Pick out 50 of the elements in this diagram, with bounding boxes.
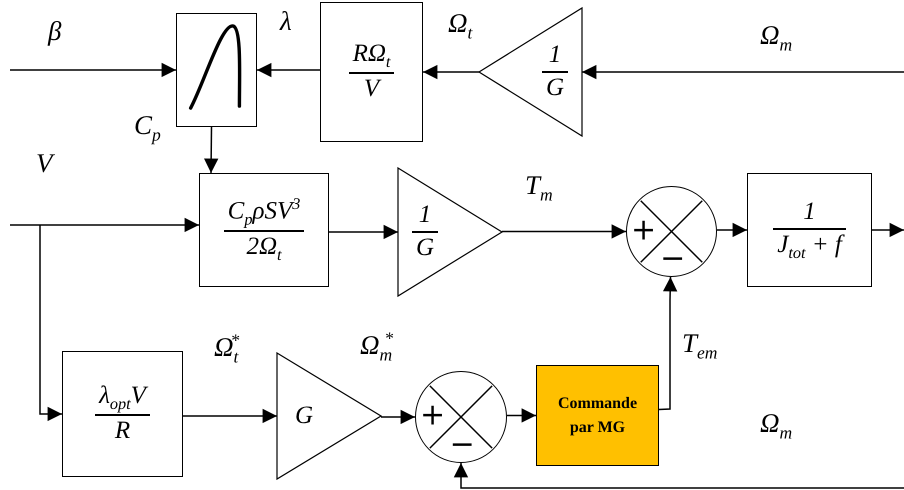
signal-arrow (423, 64, 479, 80)
signal-label: Ω$_{t}$ (448, 10, 472, 42)
fraction-numerator: 1 (803, 198, 816, 227)
controller-box (536, 365, 659, 466)
gain-triangle (398, 168, 502, 296)
minus-sign: − (660, 244, 686, 274)
signal-label: λ (280, 8, 292, 35)
signal-label: T$_{m}$ (525, 172, 553, 204)
block-box (62, 351, 183, 477)
signal-arrow (183, 408, 277, 424)
signal-label: V (36, 150, 52, 177)
plus-sign: + (631, 215, 656, 245)
block-box (320, 2, 423, 142)
gain-triangle (277, 353, 381, 479)
fraction-denominator: G (546, 74, 564, 103)
block-label: Commande par MG (556, 394, 638, 438)
signal-arrow (257, 62, 320, 78)
block-box (199, 173, 329, 287)
signal-label: Ω$_{m}$ (760, 22, 792, 54)
signal-arrow (582, 64, 904, 80)
signal-arrow (329, 224, 398, 240)
signal-arrow (454, 463, 904, 489)
fraction-numerator: λ$_{opt}$V (99, 382, 146, 414)
signal-arrow (717, 222, 747, 238)
fraction-numerator: 1 (548, 41, 562, 70)
gain-expression: G (295, 402, 314, 430)
signal-arrow (381, 410, 415, 424)
signal-label: T$_{em}$ (682, 330, 718, 362)
fraction-denominator: 2Ω$_{t}$ (246, 233, 282, 265)
plus-sign: + (420, 400, 446, 430)
fraction-numerator: RΩ$_{t}$ (352, 40, 390, 72)
fraction-denominator: V (364, 75, 380, 104)
signal-arrow (658, 276, 678, 410)
signal-arrow (204, 127, 218, 173)
signal-arrow (507, 408, 536, 423)
block-box (747, 173, 872, 287)
signal-arrow (10, 62, 176, 78)
fraction-denominator: G (416, 234, 434, 263)
fraction-denominator: R (114, 417, 130, 446)
signal-label: Ω$_{m}$ (760, 410, 792, 442)
fraction-numerator: C$_{p}$ρSV$^{3}$ (228, 195, 300, 230)
minus-sign: − (450, 430, 475, 460)
gain-triangle (479, 8, 582, 136)
signal-label: β (48, 18, 62, 45)
signal-arrow (10, 218, 199, 232)
signal-arrow (39, 225, 62, 422)
signal-label: C$_{p}$ (134, 112, 161, 144)
fraction-numerator: 1 (418, 201, 432, 230)
signal-arrow (502, 224, 626, 239)
signal-arrow (872, 222, 904, 238)
